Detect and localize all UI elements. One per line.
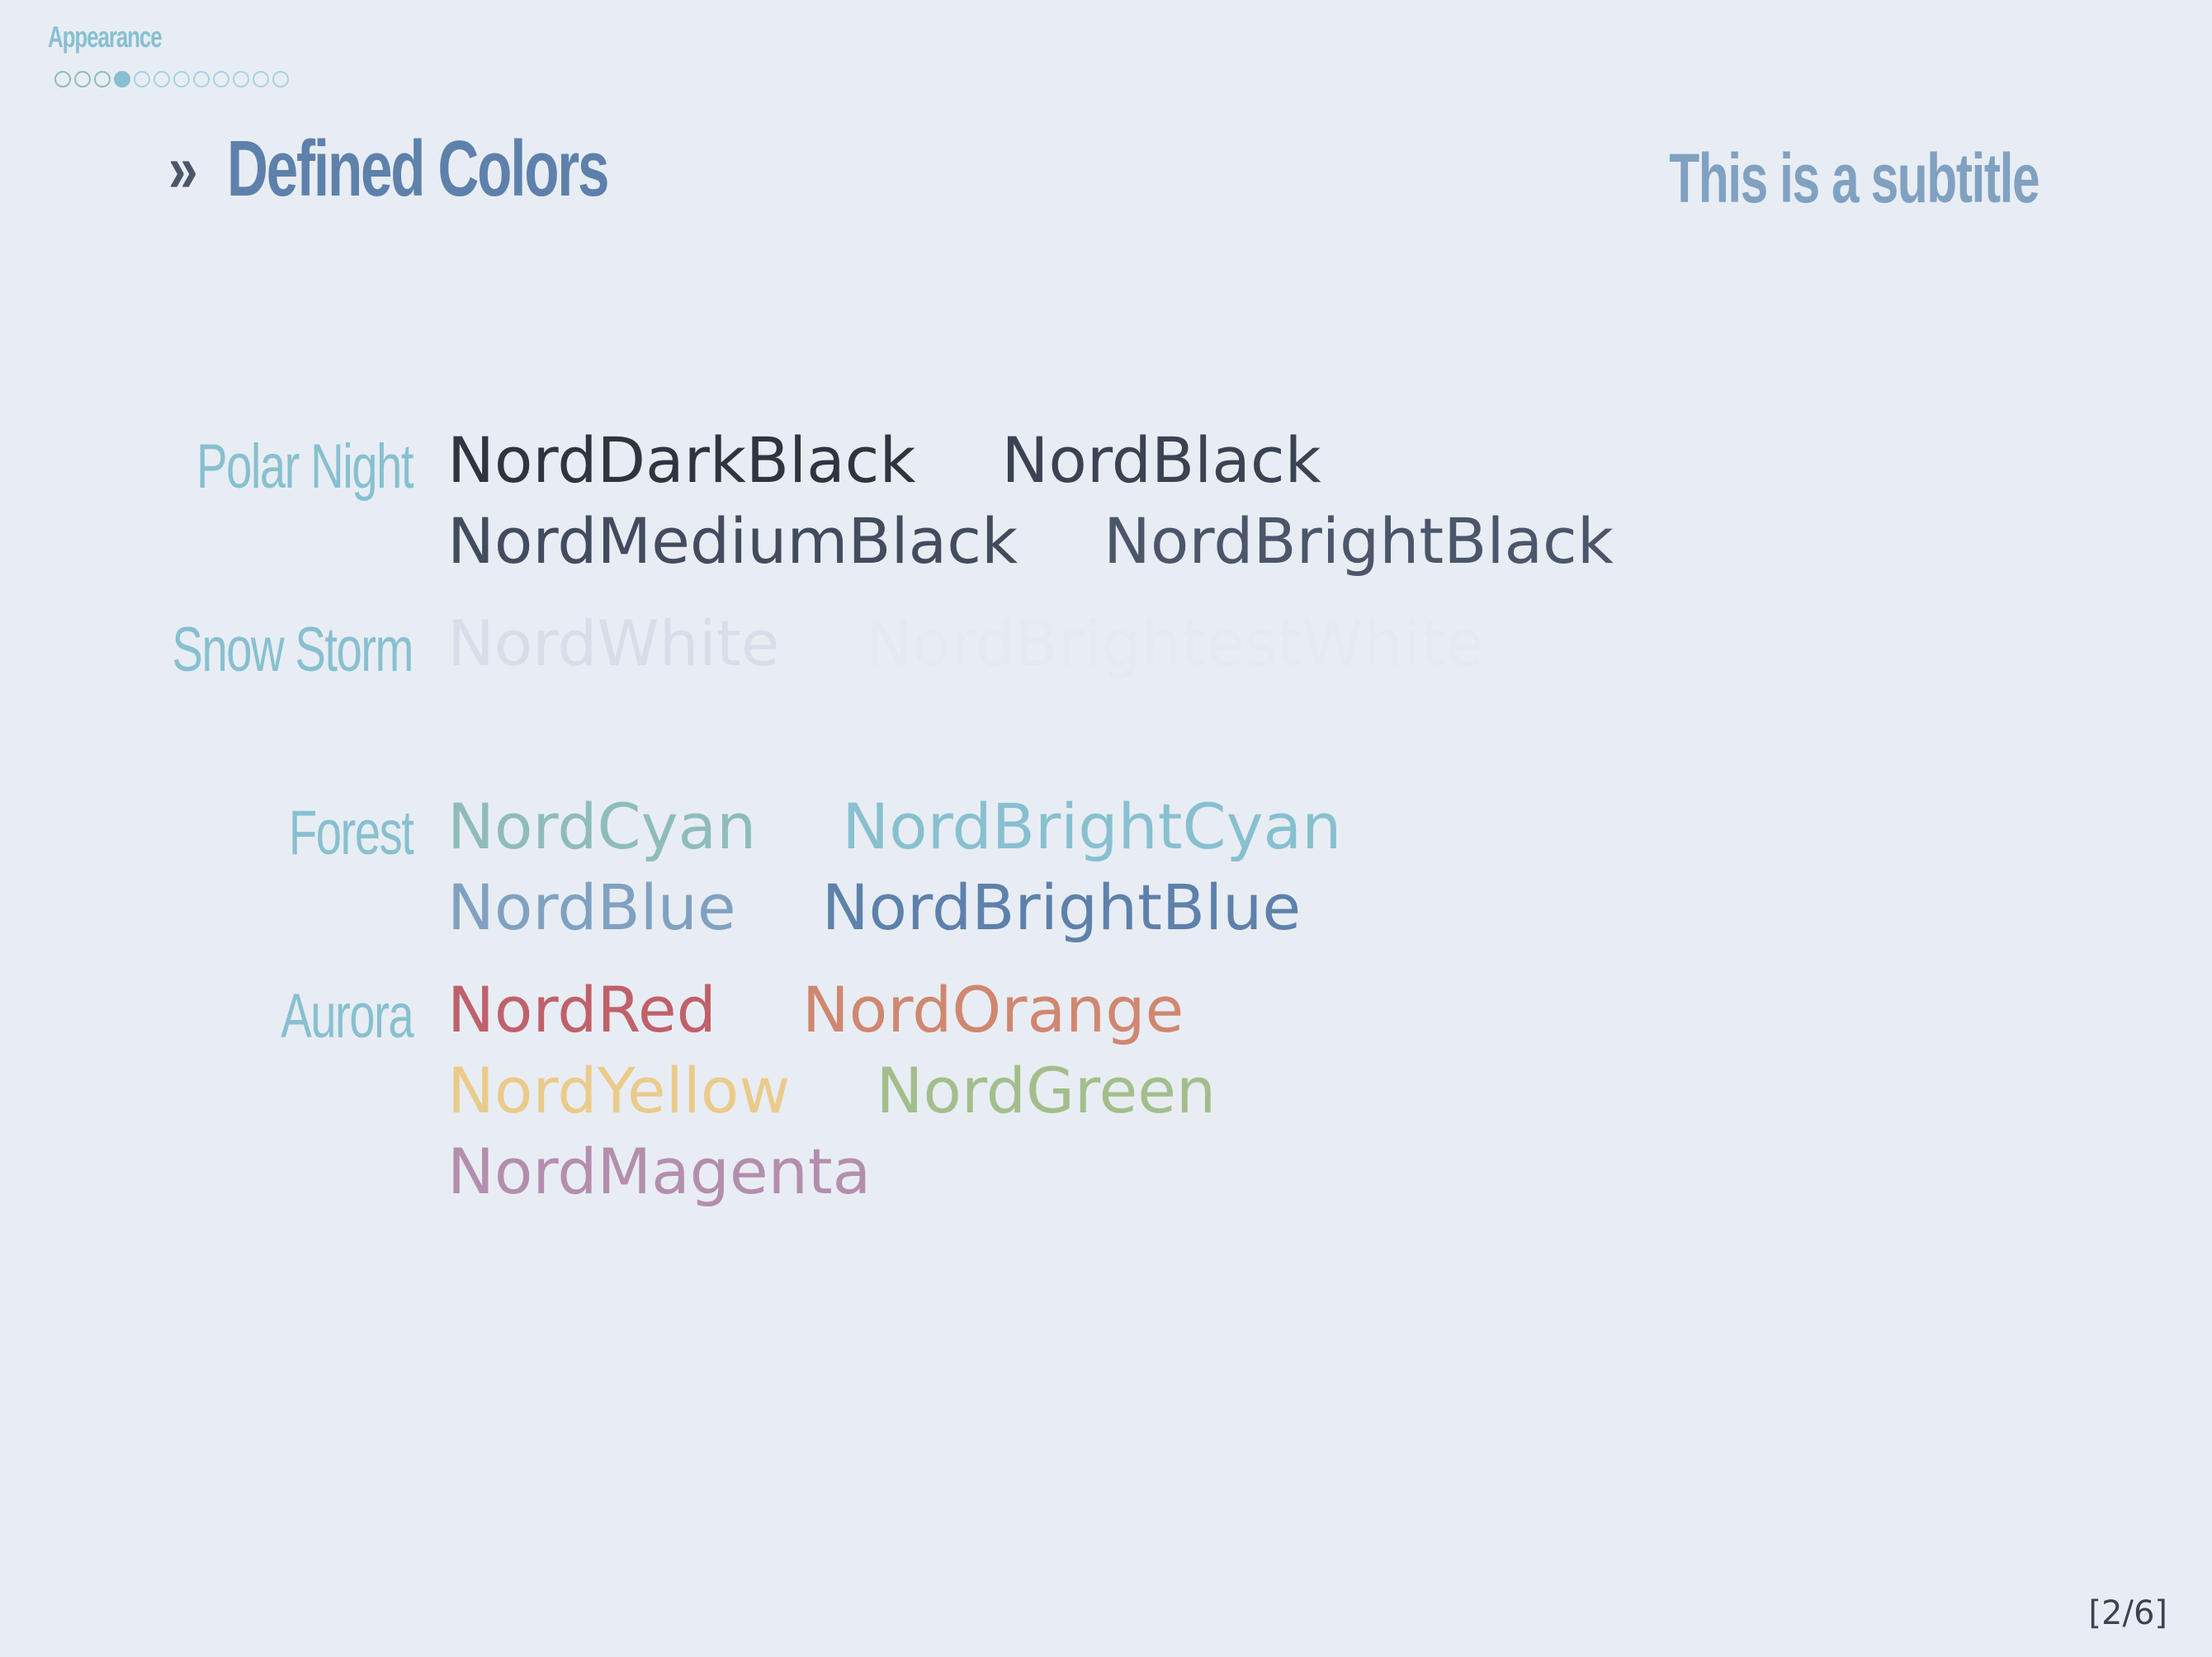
- nav-dot-12[interactable]: [272, 71, 289, 87]
- color-name-nordred: NordRed: [447, 973, 716, 1046]
- color-name-nordbrightcyan: NordBrightCyan: [842, 790, 1342, 863]
- color-name-nordcyan: NordCyan: [447, 790, 757, 863]
- color-line: NordMagenta: [447, 1140, 957, 1203]
- color-name-nordblack: NordBlack: [1001, 423, 1321, 497]
- slide-navigation: [54, 71, 289, 87]
- color-name-nordbrightblack: NordBrightBlack: [1104, 504, 1614, 578]
- color-name-nordgreen: NordGreen: [876, 1054, 1217, 1127]
- nav-dot-1[interactable]: [54, 71, 71, 87]
- color-name-nordyellow: NordYellow: [447, 1054, 791, 1127]
- frame-subtitle: This is a subtitle: [1669, 139, 2039, 217]
- nav-dot-11[interactable]: [253, 71, 269, 87]
- color-name-nordmagenta: NordMagenta: [447, 1135, 872, 1208]
- nav-dot-2[interactable]: [74, 71, 91, 87]
- nav-dot-5[interactable]: [134, 71, 150, 87]
- group-label: Aurora: [281, 981, 414, 1051]
- color-name-nordorange: NordOrange: [801, 973, 1184, 1046]
- nav-dot-7[interactable]: [173, 71, 190, 87]
- page-number: [2/6]: [2088, 1594, 2167, 1632]
- group-label: Snow Storm: [172, 615, 414, 685]
- group-label: Forest: [288, 798, 414, 868]
- color-name-nordblue: NordBlue: [447, 871, 736, 944]
- frame-title: Defined Colors: [226, 125, 609, 213]
- nav-dot-4[interactable]: [114, 71, 130, 87]
- nav-dot-9[interactable]: [213, 71, 229, 87]
- nav-dot-10[interactable]: [233, 71, 249, 87]
- section-title[interactable]: Appearance: [48, 20, 163, 54]
- color-name-nordbrightestwhite: NordBrightestWhite: [865, 607, 1484, 680]
- color-name-nordwhite: NordWhite: [447, 607, 780, 680]
- group-label: Polar Night: [196, 432, 414, 502]
- color-name-norddarkblack: NordDarkBlack: [447, 423, 916, 497]
- color-name-nordmediumblack: NordMediumBlack: [447, 504, 1019, 578]
- title-marker: »: [168, 132, 198, 205]
- nav-dot-6[interactable]: [154, 71, 170, 87]
- color-name-nordbrightblue: NordBrightBlue: [821, 871, 1302, 944]
- nav-dot-3[interactable]: [94, 71, 111, 87]
- frame-title-row: » Defined Colors: [168, 124, 755, 215]
- nav-dot-8[interactable]: [193, 71, 210, 87]
